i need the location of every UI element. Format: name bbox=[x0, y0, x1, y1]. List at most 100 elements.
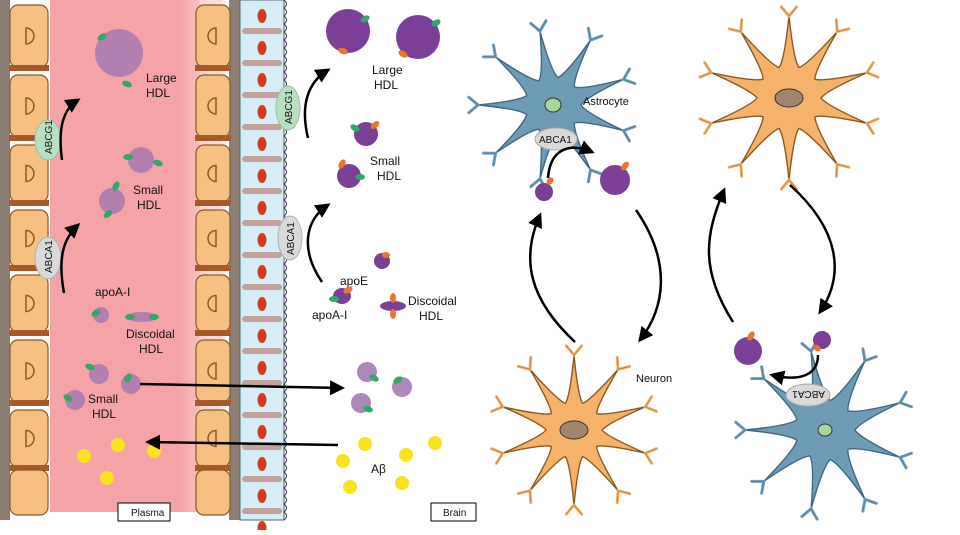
brain-cell-junction bbox=[242, 348, 282, 354]
right-endo-nucleus bbox=[207, 294, 217, 313]
right-endo-junction bbox=[195, 65, 231, 71]
astro-to-neuron-arrow bbox=[634, 209, 663, 343]
brain-arrow-abcg1 bbox=[303, 68, 331, 139]
brain-cell-junction bbox=[242, 92, 282, 98]
brain-cell-junction bbox=[242, 124, 282, 130]
neuron-label: Neuron bbox=[636, 373, 672, 385]
right-endothelium bbox=[195, 4, 231, 516]
astrocyte-top-branch-outline bbox=[468, 96, 479, 114]
astrocyte-top bbox=[467, 19, 637, 191]
right-endo-junction bbox=[195, 135, 231, 141]
abca1-astrocyte-top: ABCA1 bbox=[534, 127, 578, 151]
neuron-top-right-branch-outline bbox=[866, 62, 879, 78]
plasma-small-hdl-lower bbox=[63, 363, 141, 410]
arrow-hdl-to-brain bbox=[139, 380, 345, 396]
plasma-apoa1 bbox=[91, 307, 109, 323]
brain-cell-nucleus bbox=[257, 105, 267, 119]
astrocyte-top-lipoproteins bbox=[535, 161, 630, 201]
astrocyte-top-branch-outline bbox=[623, 126, 636, 142]
brain-cell-junction bbox=[242, 156, 282, 162]
left-endo-junction bbox=[9, 265, 49, 271]
left-endo-cell bbox=[9, 409, 49, 468]
right-endo-cell bbox=[195, 469, 231, 516]
plasma-small-hdl-lower-label-1: Small bbox=[88, 392, 118, 406]
brain-apoe-label: apoE bbox=[340, 274, 368, 288]
brain-cell-nucleus bbox=[257, 521, 267, 535]
plasma-lumen bbox=[50, 0, 222, 512]
svg-text:ABCG1: ABCG1 bbox=[284, 90, 295, 124]
plasma-discoidal-hdl bbox=[125, 312, 159, 322]
neuron-bottom-branch bbox=[564, 344, 584, 357]
brain-cell-junction bbox=[242, 220, 282, 226]
left-endo-junction bbox=[9, 465, 49, 471]
right-endo-nucleus bbox=[207, 229, 217, 248]
left-endothelium bbox=[9, 4, 49, 516]
right-endo-junction bbox=[195, 265, 231, 271]
astrocyte-bottom-arrow bbox=[769, 354, 820, 386]
left-vessel-wall bbox=[0, 0, 10, 520]
left-endo-junction bbox=[9, 330, 49, 336]
astrocyte-top-branch bbox=[467, 95, 480, 115]
plasma-large-hdl-label-2: HDL bbox=[146, 86, 170, 100]
brain-barrier-cells bbox=[239, 0, 287, 535]
left-endo-nucleus bbox=[25, 97, 35, 115]
brain-cell-junction bbox=[242, 252, 282, 258]
left-endo-junction bbox=[9, 135, 49, 141]
left-endo-nucleus bbox=[25, 229, 35, 248]
brain-discoidal-label-1: Discoidal bbox=[408, 294, 457, 308]
brain-arrow-abca1 bbox=[306, 203, 331, 283]
brain-cell-nucleus bbox=[257, 265, 267, 279]
right-endo-nucleus bbox=[207, 429, 217, 448]
right-endo-cell bbox=[195, 74, 231, 138]
neuron-top-right-branch-outline bbox=[699, 62, 712, 78]
neuron-bottom-branch-outline bbox=[565, 504, 583, 515]
brain-cell-nucleus bbox=[257, 425, 267, 439]
left-endo-junction bbox=[9, 200, 49, 206]
brain-discoidal-hdl bbox=[380, 293, 406, 319]
plasma-discoidal-label-1: Discoidal bbox=[126, 327, 175, 341]
astrocyte-top-branch-outline bbox=[483, 44, 496, 58]
svg-text:ABCA1: ABCA1 bbox=[286, 222, 297, 255]
neuron-bottom-branch-outline bbox=[565, 345, 583, 356]
astrocyte-top-branch-outline bbox=[587, 27, 603, 41]
brain-cell-nucleus bbox=[257, 169, 267, 183]
plasma-discoidal-label-2: HDL bbox=[139, 342, 163, 356]
astro2-to-neuron2-arrow bbox=[707, 187, 735, 323]
neuron-top-right-branch-outline bbox=[728, 163, 743, 177]
brain-cell-junction bbox=[242, 284, 282, 290]
neuron-bottom-branch-outline bbox=[491, 448, 504, 464]
astrocyte-label: Astrocyte bbox=[583, 96, 629, 108]
neuron-top-right-nucleus bbox=[774, 88, 804, 108]
astrocyte-top-nucleus bbox=[544, 97, 562, 113]
brain-cell-junction bbox=[242, 316, 282, 322]
right-endo-nucleus bbox=[207, 164, 217, 183]
brain-cell-nucleus bbox=[257, 297, 267, 311]
left-endo-cell bbox=[9, 4, 49, 68]
left-endo-cell bbox=[9, 339, 49, 403]
abca1-transporter-left: ABCA1 bbox=[34, 236, 62, 280]
plasma-arrow-abca1 bbox=[60, 222, 81, 294]
svg-text:ABCG1: ABCG1 bbox=[44, 120, 55, 154]
astrocyte-bottom-right-branch-outline bbox=[899, 452, 912, 469]
right-endo-cell bbox=[195, 144, 231, 203]
brain-apoe bbox=[374, 252, 390, 269]
astrocyte-bottom-right-branch-outline bbox=[899, 391, 912, 408]
neuron-top-right-branch-outline bbox=[780, 179, 798, 190]
brain-small-hdl-arrived bbox=[351, 362, 412, 413]
neuron-bottom-branch-outline bbox=[644, 448, 657, 464]
left-endo-cell bbox=[9, 469, 49, 516]
astrocyte-bottom-right-branch bbox=[734, 420, 747, 440]
brain-cell-junction bbox=[242, 476, 282, 482]
right-endo-junction bbox=[195, 465, 231, 471]
astrocyte-bottom-right bbox=[734, 339, 913, 521]
brain-cell-nucleus bbox=[257, 73, 267, 87]
neuron-bottom-branch bbox=[615, 489, 632, 505]
plasma-large-hdl bbox=[95, 29, 143, 88]
brain-cell-nucleus bbox=[257, 41, 267, 55]
right-endo-cell bbox=[195, 409, 231, 468]
brain-cell-nucleus bbox=[257, 9, 267, 23]
astrocyte-top-arrow bbox=[546, 140, 595, 179]
brain-footer: Brain bbox=[430, 502, 477, 522]
neuron-to-astro-arrow bbox=[528, 212, 576, 343]
neuron2-to-astro2-arrow bbox=[789, 184, 836, 315]
